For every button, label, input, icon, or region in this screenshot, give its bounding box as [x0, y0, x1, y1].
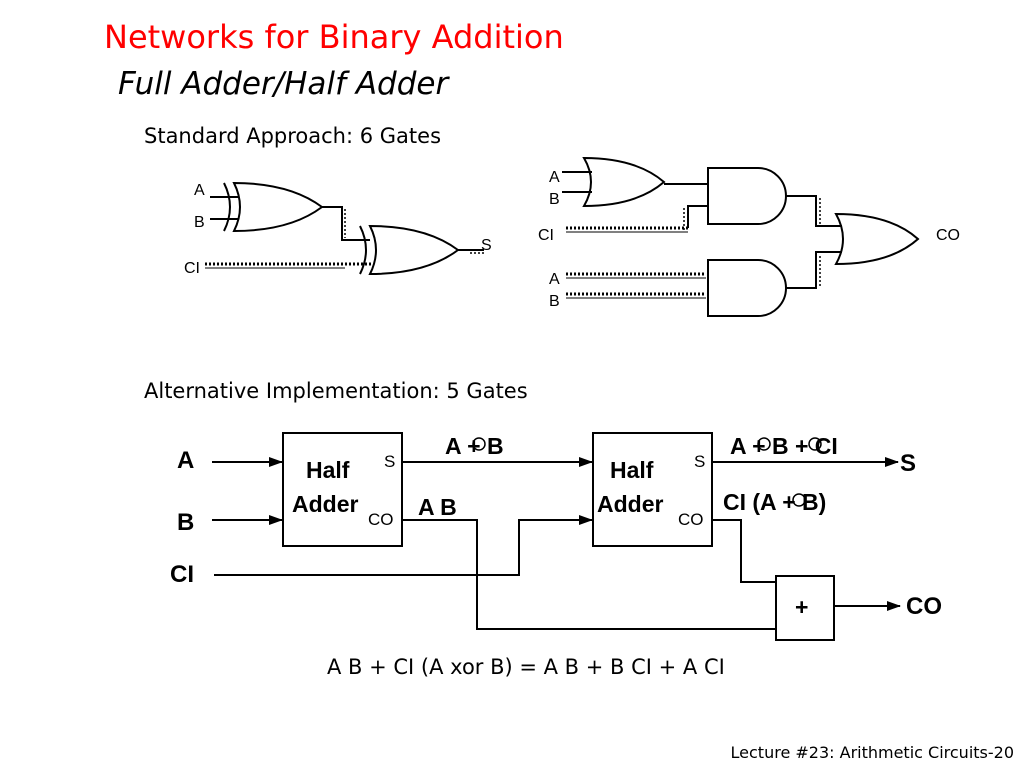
ha1-title-line1: Half	[306, 457, 350, 483]
std-input-a-label: A	[194, 182, 205, 199]
std-output-s-label: S	[481, 237, 492, 254]
half-adder-1-box	[282, 432, 403, 547]
alternative-implementation-heading: Alternative Implementation: 5 Gates	[144, 379, 528, 403]
carry-network	[562, 156, 920, 317]
wire	[687, 205, 708, 228]
std-input-b-label: B	[194, 214, 205, 231]
ha2-sum-wire-label: A + B + CI	[730, 433, 838, 459]
wire	[786, 251, 842, 289]
ha2-title-line2: Adder	[597, 491, 664, 517]
ha2-title-line1: Half	[610, 457, 654, 483]
xor-circle-icon	[792, 493, 806, 507]
ha2-co-port: CO	[678, 510, 704, 529]
xor-symbols	[472, 437, 822, 507]
ha1-carry-wire-label: A B	[418, 494, 457, 520]
or-gate-co	[834, 212, 920, 266]
ha2-carry-wire	[712, 519, 776, 583]
xor-circle-icon	[808, 437, 822, 451]
or-gate-ab	[582, 156, 666, 208]
carry-input-a2-label: A	[549, 271, 560, 288]
alt-input-a-label: A	[177, 447, 194, 474]
ci-wire	[214, 515, 593, 576]
xor-gate-2	[359, 224, 460, 276]
alt-input-ci-label: CI	[170, 561, 194, 588]
std-input-ci-label: CI	[184, 260, 200, 277]
ha2-s-port: S	[694, 452, 705, 471]
xor-circle-icon	[757, 437, 771, 451]
xor-gate-1	[223, 181, 324, 233]
wire	[322, 206, 370, 241]
sum-network	[205, 181, 486, 276]
ha2-carry-wire-label: CI (A + B)	[723, 489, 826, 515]
half-adder-2-box	[592, 432, 713, 547]
ha1-co-port: CO	[368, 510, 394, 529]
xor-circle-icon	[472, 437, 486, 451]
carry-input-ci-label: CI	[538, 227, 554, 244]
standard-approach-heading: Standard Approach: 6 Gates	[144, 124, 442, 148]
ha1-sum-wire-label: A + B	[445, 433, 504, 459]
alt-output-co-label: CO	[906, 593, 942, 620]
ha1-carry-wire	[402, 519, 776, 630]
or-box	[775, 575, 835, 641]
and-gate-2	[707, 259, 787, 317]
wire	[786, 195, 842, 227]
carry-input-a-label: A	[549, 169, 560, 186]
carry-input-b-label: B	[549, 191, 560, 208]
or-box-label: +	[795, 594, 808, 620]
carry-input-b2-label: B	[549, 293, 560, 310]
slide-subtitle: Full Adder/Half Adder	[118, 66, 449, 102]
and-gate-1	[707, 167, 787, 225]
slide-footer: Lecture #23: Arithmetic Circuits-20	[730, 743, 1014, 762]
ha1-title-line2: Adder	[292, 491, 359, 517]
slide-title: Networks for Binary Addition	[104, 18, 564, 56]
ha1-s-port: S	[384, 452, 395, 471]
alt-output-s-label: S	[900, 450, 916, 477]
carry-equation: A B + CI (A xor B) = A B + B CI + A CI	[327, 655, 725, 679]
carry-output-co-label: CO	[936, 227, 960, 244]
alt-input-b-label: B	[177, 509, 194, 536]
